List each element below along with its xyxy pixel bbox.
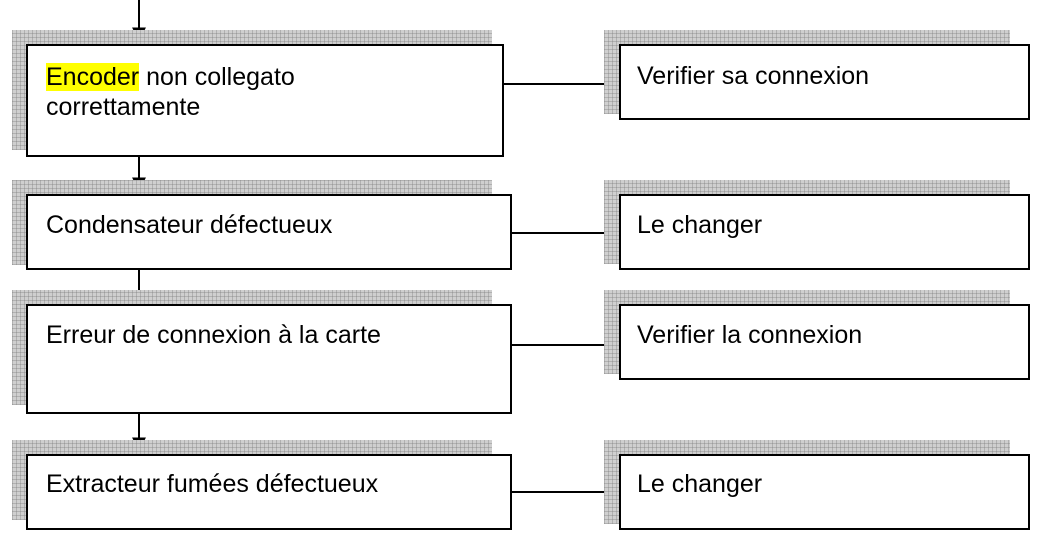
cause-2-box (26, 194, 512, 270)
action-3-box (619, 304, 1030, 380)
cause-1-text: Encoder non collegato correttamente (46, 62, 295, 122)
cause-3-text: Erreur de connexion à la carte (46, 321, 381, 349)
action-1-text: Verifier sa connexion (637, 62, 870, 90)
cause-4-text: Extracteur fumées défectueux (46, 470, 379, 498)
cause-3-box (26, 304, 512, 414)
cause-1-text-line1: non collegato (139, 63, 295, 91)
cause-1-box (26, 44, 504, 157)
action-4-text: Le changer (637, 470, 763, 498)
cause-1-highlight: Encoder (46, 63, 140, 91)
cause-1-text-line2: correttamente (46, 93, 201, 121)
cause-2-text: Condensateur défectueux (46, 211, 333, 239)
action-2-box (619, 194, 1030, 270)
action-4-box (619, 454, 1030, 530)
cause-4-box (26, 454, 512, 530)
action-3-text: Verifier la connexion (637, 321, 863, 349)
action-1-box (619, 44, 1030, 120)
action-2-text: Le changer (637, 211, 763, 239)
